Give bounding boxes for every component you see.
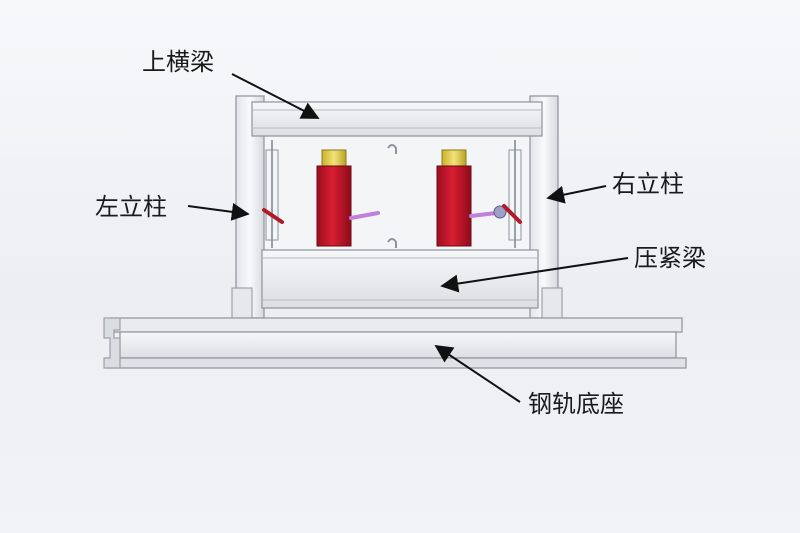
arrow-rail-base xyxy=(434,345,521,403)
clamp-beam-shape xyxy=(261,249,539,309)
label-left-column: 左立柱 xyxy=(95,193,167,221)
arrow-right-column xyxy=(546,185,607,204)
label-top-beam: 上横梁 xyxy=(142,48,214,76)
right-cylinder-cap xyxy=(441,149,467,167)
rail-base-web xyxy=(119,331,677,359)
rail-base-foot xyxy=(105,357,687,369)
rail-base-top xyxy=(109,317,683,333)
right-valve-knob xyxy=(493,205,507,219)
arrow-left-column xyxy=(187,202,250,221)
rail-end-profile xyxy=(103,317,121,369)
right-cylinder-body xyxy=(436,165,472,247)
left-piston-rod xyxy=(349,211,380,220)
arrow-top-beam xyxy=(231,73,320,119)
frame-back-panel xyxy=(261,134,541,256)
right-handle xyxy=(502,204,522,224)
left-column-foot xyxy=(231,287,253,319)
right-column-shape xyxy=(529,95,559,319)
left-cylinder-body xyxy=(316,165,352,247)
arrow-clamp-beam xyxy=(440,257,629,293)
label-right-column: 右立柱 xyxy=(612,170,684,198)
label-rail-base: 钢轨底座 xyxy=(528,390,624,418)
top-hook xyxy=(387,144,397,154)
bottom-hook xyxy=(387,238,397,248)
left-handle xyxy=(262,208,284,224)
label-clamp-beam: 压紧梁 xyxy=(634,244,706,272)
right-piston-rod xyxy=(469,211,498,218)
left-bracket xyxy=(265,149,279,241)
right-bracket xyxy=(508,149,522,241)
right-column-foot xyxy=(541,287,563,319)
left-cylinder-cap xyxy=(321,149,347,167)
